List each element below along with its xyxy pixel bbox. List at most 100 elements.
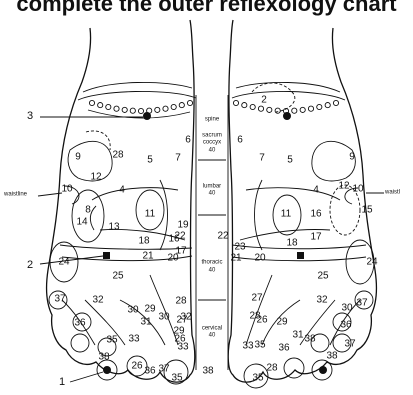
- left-zone-number: 28: [112, 150, 124, 161]
- bead-mark: [138, 108, 143, 113]
- bead-mark: [292, 108, 297, 113]
- left-zone-number: 32: [92, 295, 104, 306]
- label-lumbar-num: 40: [209, 191, 216, 197]
- right-zone-number: 4: [313, 185, 319, 196]
- right-beads: [233, 100, 338, 113]
- left-zone-number: 30: [158, 312, 170, 323]
- bead-mark: [98, 103, 103, 108]
- label-coccyx: coccyx: [203, 140, 221, 146]
- left-zone-number: 4: [119, 185, 125, 196]
- left-zone-number: 32: [180, 312, 192, 323]
- bead-mark: [308, 106, 313, 111]
- left-zone-number: 20: [167, 253, 179, 264]
- label-sacrum-num: 40: [209, 148, 216, 154]
- left-zone-number: 35: [106, 335, 118, 346]
- right-zone-number: 21: [230, 253, 242, 264]
- bead-mark: [163, 106, 168, 111]
- bead-mark: [171, 104, 176, 109]
- bead-mark: [267, 107, 272, 112]
- right-zone-number: 35: [254, 340, 266, 351]
- right-zone-number: 31: [292, 330, 304, 341]
- right-foot-outline: [228, 20, 376, 382]
- right-zone-number: 12: [338, 181, 350, 192]
- right-zone-number: 16: [310, 209, 322, 220]
- left-zone-number: 38: [98, 352, 110, 363]
- right-zone-number: 28: [266, 363, 278, 374]
- callout-3: 3: [27, 110, 33, 122]
- right-zone-number: 11: [281, 209, 292, 220]
- right-zone-number: 23: [234, 242, 246, 253]
- label-waistline-right: waistl: [384, 190, 400, 196]
- left-zone-number: 18: [138, 236, 150, 247]
- left-zone-number: 6: [185, 135, 191, 146]
- chart-title: complete the outer reflexology chart: [0, 0, 413, 17]
- left-zone-number: 36: [144, 366, 156, 377]
- right-zone-number: 38: [304, 334, 316, 345]
- left-zone-number: 22: [174, 231, 186, 242]
- right-zone-number: 22: [217, 231, 229, 242]
- right-zone-number: 24: [366, 257, 378, 268]
- bead-mark: [122, 107, 127, 112]
- label-cervical: cervical: [202, 326, 222, 332]
- left-zone-number: 26: [131, 361, 143, 372]
- left-zone-number: 21: [142, 251, 154, 262]
- left-zone-number: 29: [173, 326, 185, 337]
- left-zone-number: 9: [75, 152, 81, 163]
- bead-mark: [250, 104, 255, 109]
- right-zone-number: 6: [237, 135, 243, 146]
- right-zone-number: 26: [256, 315, 268, 326]
- bead-mark: [89, 100, 94, 105]
- right-zone-number: 20: [254, 253, 266, 264]
- left-zone-number: 28: [175, 296, 187, 307]
- right-zone-number: 25: [317, 271, 329, 282]
- label-lumbar: lumbar: [203, 184, 221, 190]
- label-sacrum: sacrum: [202, 133, 222, 139]
- right-zone-number: 32: [316, 295, 328, 306]
- right-zone-number: 35: [252, 373, 264, 384]
- left-zone-number: 30: [127, 305, 139, 316]
- left-zone-number: 19: [177, 220, 189, 231]
- right-zone-number: 30: [341, 303, 353, 314]
- left-zone-number: 36: [74, 318, 86, 329]
- left-zone-number: 35: [171, 373, 183, 384]
- left-zone-number: 8: [85, 205, 91, 216]
- right-zone-number: 15: [361, 205, 373, 216]
- callout-1: 1: [59, 376, 65, 388]
- bead-mark: [114, 106, 119, 111]
- left-beads: [89, 100, 192, 113]
- callout-2: 2: [27, 259, 33, 271]
- right-zone-number: 37: [344, 339, 356, 350]
- bead-mark: [155, 107, 160, 112]
- bead-mark: [258, 106, 263, 111]
- right-zone-number: 9: [349, 152, 355, 163]
- right-zone-number: 7: [259, 153, 265, 164]
- bead-mark: [275, 108, 280, 113]
- bead-mark: [317, 104, 322, 109]
- left-zone-number: 24: [58, 257, 70, 268]
- label-waistline-left: waistline: [3, 192, 28, 198]
- label-thoracic: thoracic: [201, 260, 222, 266]
- label-spine: spine: [205, 117, 220, 123]
- left-zone-number: 38: [202, 366, 214, 377]
- left-zone-number: 33: [128, 334, 140, 345]
- left-zone-number: 29: [144, 304, 156, 315]
- right-zone-number: 5: [287, 155, 293, 166]
- right-zone-number: 10: [352, 184, 364, 195]
- right-zone-number: 18: [286, 238, 298, 249]
- label-thoracic-num: 40: [209, 268, 216, 274]
- left-zone-number: 14: [76, 217, 88, 228]
- left-zone-number: 37: [158, 364, 170, 375]
- left-zone-number: 33: [177, 342, 189, 353]
- bead-mark: [325, 103, 330, 108]
- bead-mark: [187, 100, 192, 105]
- bead-mark: [130, 108, 135, 113]
- left-zone-number: 5: [147, 155, 153, 166]
- right-zone-number: 27: [251, 293, 263, 304]
- label-cervical-num: 40: [209, 333, 216, 339]
- bead-mark: [333, 100, 338, 105]
- left-zone-number: 31: [140, 317, 152, 328]
- right-zone-number: 36: [340, 320, 352, 331]
- bead-mark: [106, 104, 111, 109]
- right-zone-number: 38: [326, 351, 338, 362]
